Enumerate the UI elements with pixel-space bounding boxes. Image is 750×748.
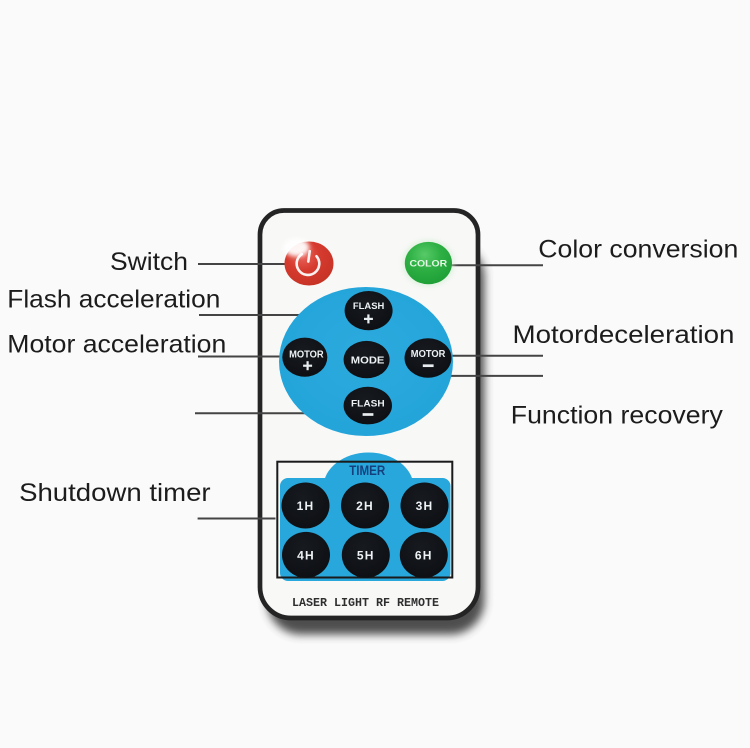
- svg-text:Flash acceleration: Flash acceleration: [7, 285, 220, 313]
- svg-text:5H: 5H: [357, 548, 375, 562]
- svg-text:1H: 1H: [297, 499, 315, 513]
- svg-text:Function recovery: Function recovery: [511, 402, 724, 430]
- svg-text:Color conversion: Color conversion: [538, 235, 738, 263]
- svg-text:TIMER: TIMER: [349, 463, 385, 478]
- svg-text:MODE: MODE: [351, 355, 385, 367]
- svg-text:Motor acceleration: Motor acceleration: [7, 330, 226, 358]
- svg-text:FLASH: FLASH: [353, 301, 384, 312]
- svg-text:Shutdown timer: Shutdown timer: [19, 479, 211, 507]
- svg-text:4H: 4H: [297, 548, 315, 562]
- svg-text:FLASH: FLASH: [351, 398, 385, 409]
- svg-text:MOTOR: MOTOR: [289, 349, 324, 360]
- svg-text:3H: 3H: [416, 499, 434, 513]
- svg-text:Switch: Switch: [110, 248, 188, 276]
- svg-text:Motordeceleration: Motordeceleration: [513, 321, 735, 349]
- svg-text:MOTOR: MOTOR: [411, 349, 446, 360]
- svg-text:COLOR: COLOR: [410, 258, 448, 269]
- svg-text:2H: 2H: [356, 499, 374, 513]
- svg-text:6H: 6H: [415, 548, 433, 562]
- svg-text:LASER LIGHT RF REMOTE: LASER LIGHT RF REMOTE: [292, 596, 439, 610]
